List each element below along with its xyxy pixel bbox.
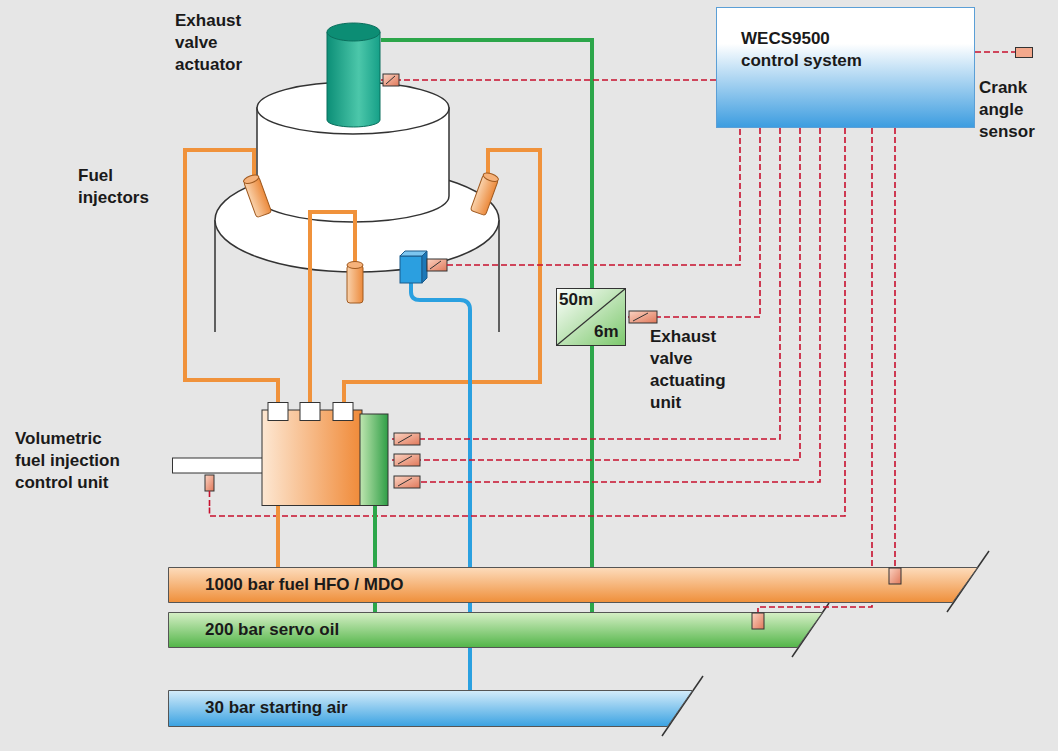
solenoid-mark: [398, 478, 412, 486]
servo-oil-rail: 200 bar servo oil: [168, 612, 823, 648]
solenoid: [427, 259, 447, 271]
unit-body: [262, 410, 362, 506]
node-text: WECS9500 control system: [741, 28, 881, 72]
servo-block: [360, 414, 388, 506]
rail-body: [169, 613, 823, 648]
signal-wire: [392, 128, 820, 482]
node-text: 200 bar servo oil: [205, 619, 339, 641]
signal-wire: [392, 128, 780, 439]
sensor: [383, 74, 399, 86]
outlet-box: [300, 403, 320, 421]
unit-shape: [172, 402, 392, 506]
servo-oil-pipe: [381, 40, 592, 288]
pressure-sensor: [889, 568, 901, 584]
fuel-control-unit: Volumetric fuel injection control unit: [172, 402, 392, 506]
starting-valve: [400, 256, 422, 283]
fuel-pipe: [185, 150, 278, 404]
node-text: 1000 bar fuel HFO / MDO: [205, 574, 403, 596]
valve-actuator: Exhaust valve actuator: [326, 22, 381, 128]
solenoid-mark: [633, 313, 648, 321]
crank-sensor: Crank angle sensor: [1015, 47, 1033, 58]
solenoid-mark: [398, 435, 412, 443]
fuel-injector: [347, 262, 363, 304]
signal-wire: [209, 491, 211, 506]
solenoid: [394, 454, 420, 466]
signal-wire: [894, 128, 896, 567]
fuel-pipe: [276, 506, 280, 567]
signal-wire: [381, 79, 716, 81]
fuel-inlet-pipe: [173, 458, 265, 473]
node-text: 6m: [594, 321, 619, 343]
cylinder-body: [327, 32, 380, 127]
signal-wire: [975, 51, 1015, 53]
signal-wire: [758, 128, 872, 612]
cylinder-top: [327, 23, 380, 41]
rail-body: [169, 691, 693, 727]
unit-diagonal: [557, 289, 626, 346]
fuel-injector: [470, 171, 499, 215]
pressure-sensor: [752, 613, 764, 629]
ellipse-element: [242, 173, 259, 185]
signal-wire: [392, 128, 800, 460]
unit-body: [557, 289, 626, 346]
actuating-unit: 50m6mExhaust valve actuating unit: [556, 288, 626, 346]
starting-air-rail: 30 bar starting air: [168, 690, 693, 727]
fuel-injector: [242, 173, 271, 217]
signal-wire: [210, 128, 846, 516]
rect-element: [347, 265, 363, 303]
fuel-pipe: [310, 212, 355, 404]
part-label: Exhaust valve actuating unit: [650, 326, 736, 414]
part-label: Exhaust valve actuator: [175, 10, 263, 76]
cylinder-shape: [326, 22, 381, 128]
solenoid: [394, 433, 420, 445]
part-label: Fuel injectors: [78, 165, 158, 209]
fuel-rail: 1000 bar fuel HFO / MDO: [168, 567, 978, 603]
part-label: Crank angle sensor: [979, 77, 1051, 143]
solenoid-mark: [430, 261, 441, 269]
fuel-pipe: [344, 150, 540, 404]
sensor-mark: [386, 76, 395, 84]
solenoid: [394, 476, 420, 488]
node-text: 30 bar starting air: [205, 697, 348, 719]
starting-valve-side: [422, 251, 427, 283]
rail-body: [169, 568, 978, 603]
control-system-box: WECS9500 control system: [716, 7, 975, 128]
outlet-box: [268, 403, 288, 421]
ellipse-element: [347, 262, 363, 269]
outlet-box: [333, 403, 353, 421]
signal-wire: [626, 128, 760, 317]
node-text: 50m: [559, 289, 593, 311]
part-label: Volumetric fuel injection control unit: [15, 428, 127, 494]
ellipse-element: [482, 171, 499, 183]
sensor: [205, 475, 214, 491]
solenoid-mark: [398, 456, 412, 464]
solenoid: [629, 311, 657, 323]
